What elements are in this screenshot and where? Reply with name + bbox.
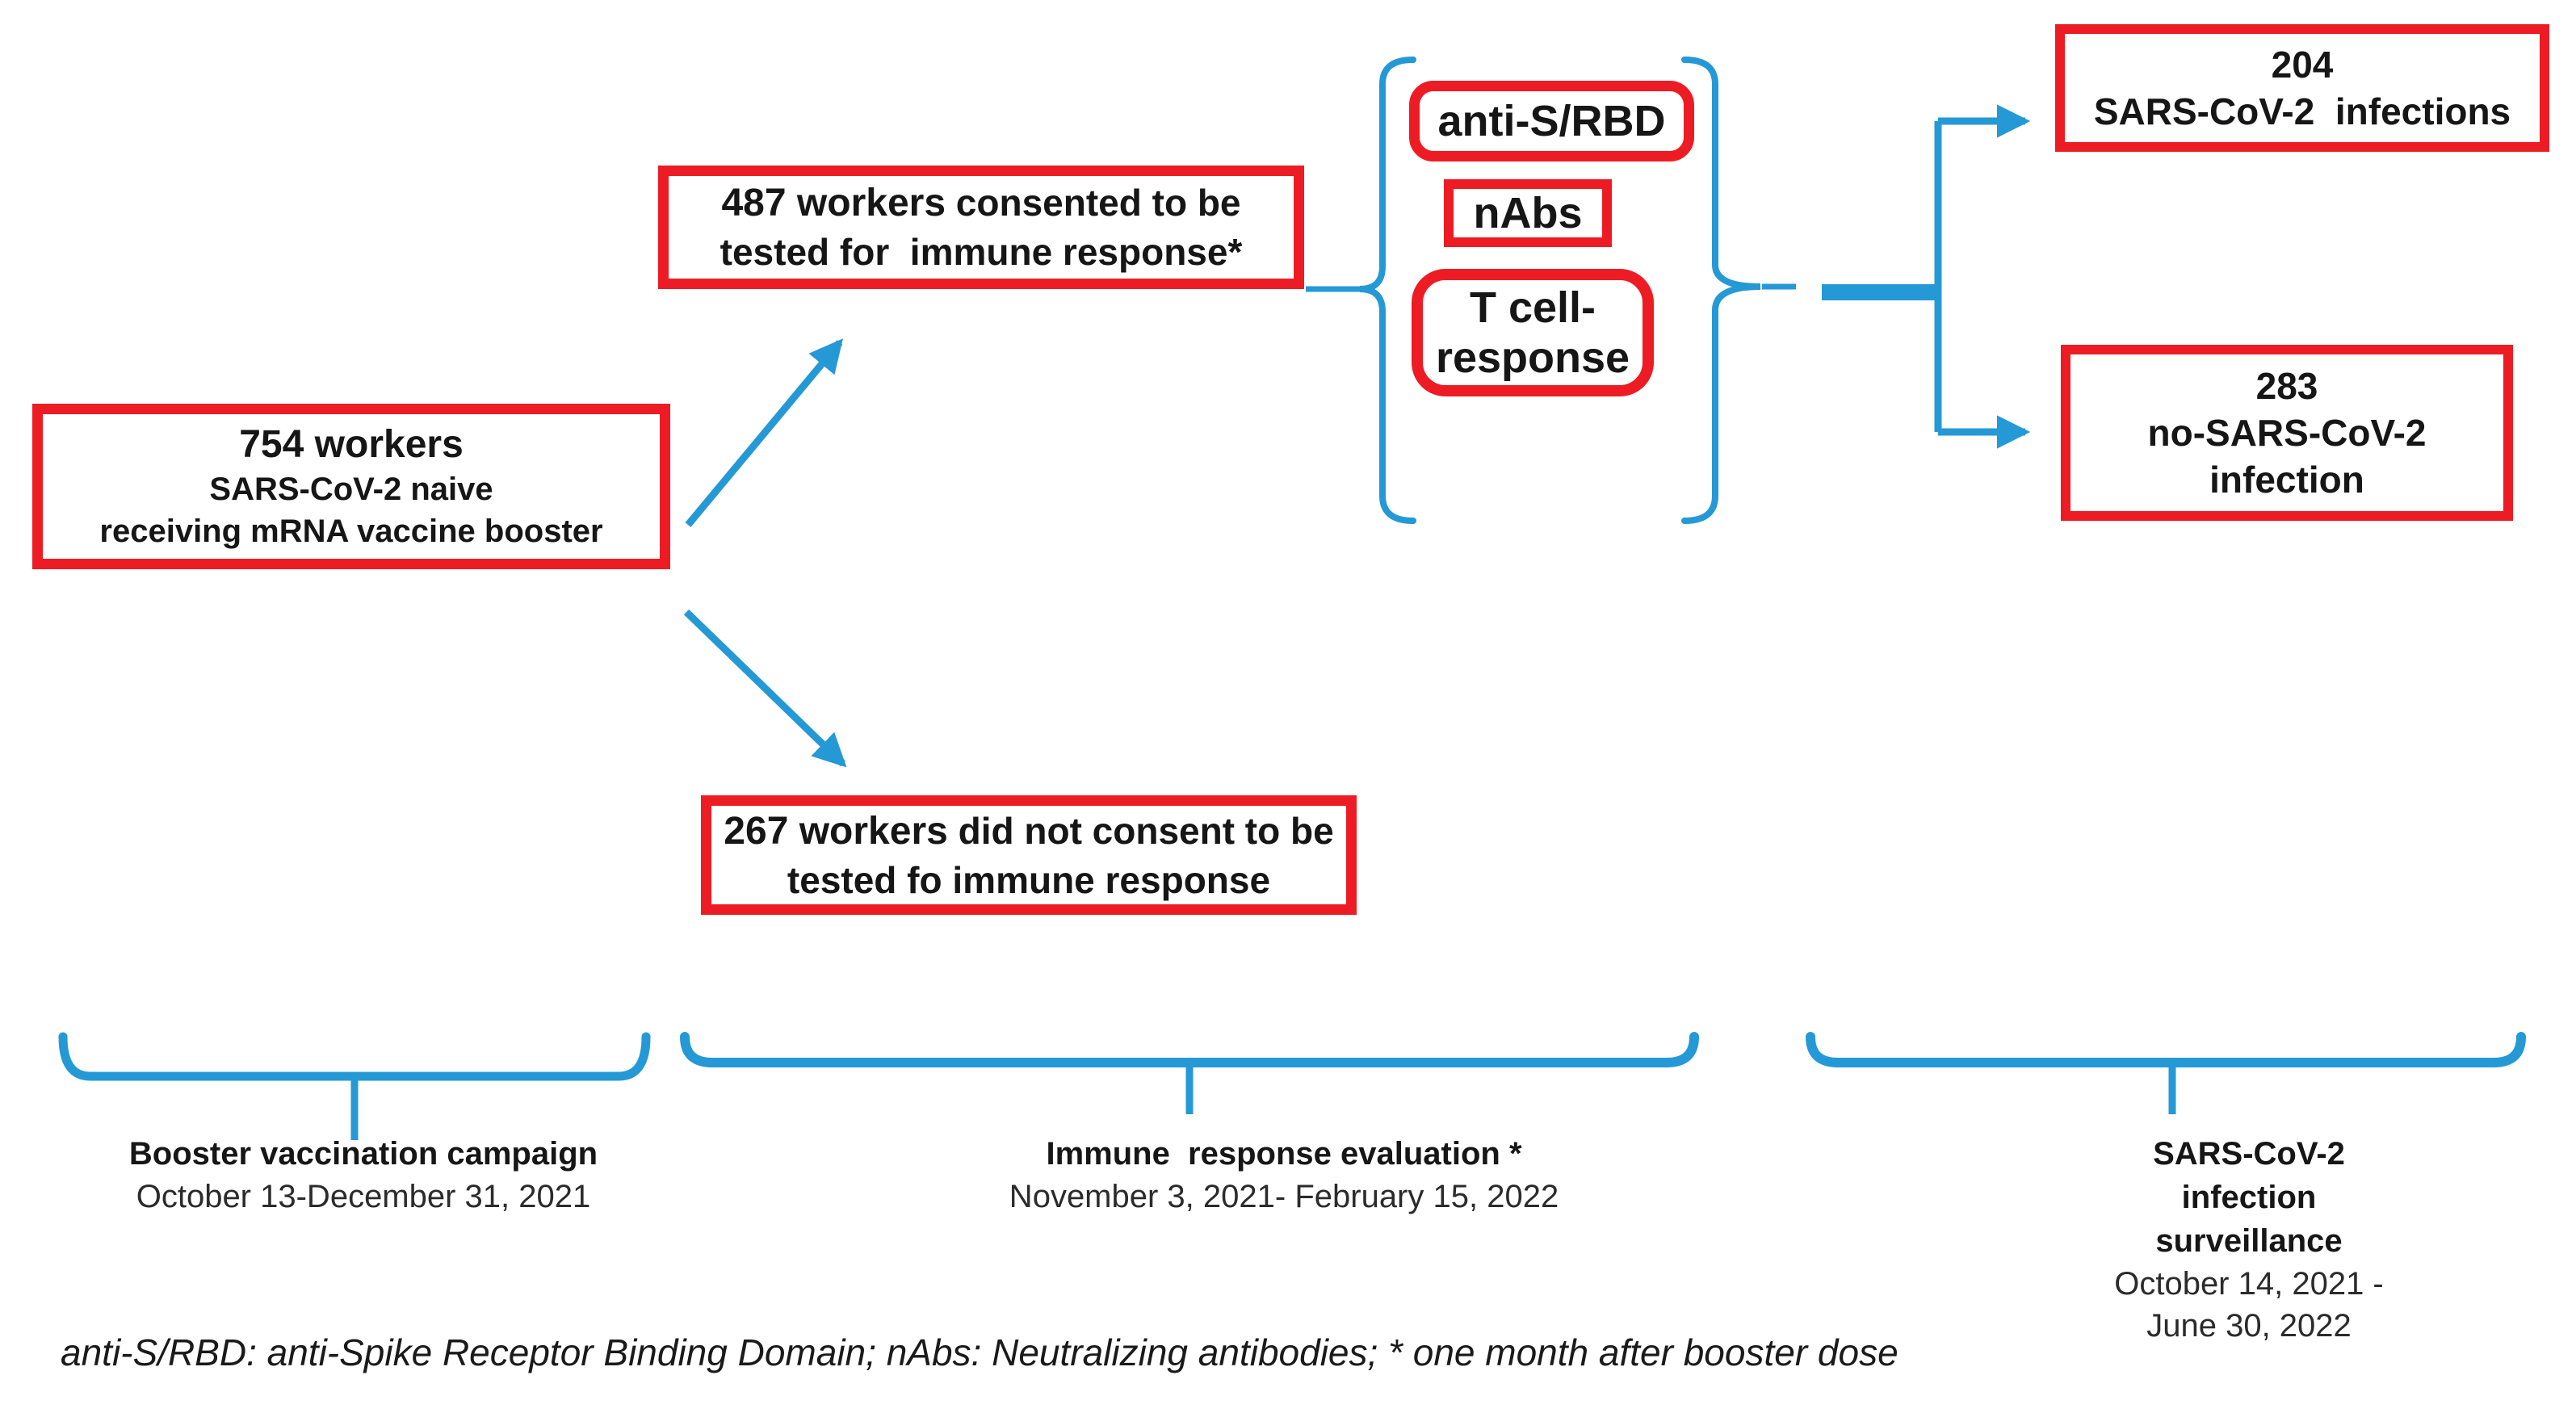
- timeline-brace-immune: [680, 1032, 1699, 1067]
- no-infection-box: 283 no-SARS-CoV-2 infection: [2061, 345, 2513, 521]
- consented-line2: tested for immune response*: [720, 231, 1243, 273]
- timeline-immune-dates: November 3, 2021- February 15, 2022: [1009, 1179, 1559, 1214]
- timeline-label-immune: Immune response evaluation * November 3,…: [1009, 1132, 1559, 1218]
- assay-right-brace: [1681, 57, 1761, 524]
- timeline-label-surveillance: SARS-CoV-2 infection surveillance Octobe…: [2086, 1132, 2413, 1347]
- consented-rest: consented to be: [946, 182, 1241, 224]
- assay-tcell-line2: response: [1435, 333, 1630, 382]
- infections-label: SARS-CoV-2 infections: [2093, 90, 2511, 132]
- assay-anti-srbd-box: anti-S/RBD: [1409, 81, 1694, 161]
- consented-box: 487 workers consented to be tested for i…: [658, 166, 1304, 289]
- assay-anti-srbd-label: anti-S/RBD: [1437, 97, 1666, 145]
- consented-count: 487 workers: [721, 182, 946, 224]
- not-consented-rest: did not consent to be: [947, 809, 1334, 852]
- enrolled-count: 754 workers: [239, 422, 464, 466]
- enrolled-line3: receiving mRNA vaccine booster: [99, 513, 603, 549]
- timeline-surveillance-title: SARS-CoV-2 infection surveillance: [2153, 1136, 2355, 1259]
- arrow-to-not-consented: [683, 609, 847, 768]
- consented-line1: 487 workers consented to be: [721, 178, 1240, 228]
- assay-left-brace: [1359, 57, 1416, 524]
- timeline-booster-dates: October 13-December 31, 2021: [136, 1179, 591, 1214]
- enrolled-box: 754 workers SARS-CoV-2 naive receiving m…: [32, 404, 670, 569]
- timeline-label-booster: Booster vaccination campaign October 13-…: [129, 1132, 598, 1218]
- assay-tcell-box: T cell- response: [1412, 269, 1654, 396]
- not-consented-count: 267 workers: [724, 809, 948, 853]
- no-infection-label-line1: no-SARS-CoV-2: [2147, 412, 2427, 454]
- infections-box: 204 SARS-CoV-2 infections: [2055, 24, 2549, 152]
- timeline-immune-title: Immune response evaluation *: [1046, 1136, 1522, 1172]
- timeline-brace-booster: [58, 1032, 651, 1081]
- enrolled-line2: SARS-CoV-2 naive: [209, 471, 493, 507]
- footnote: anti-S/RBD: anti-Spike Receptor Binding …: [61, 1331, 1898, 1373]
- assay-nabs-label: nAbs: [1473, 189, 1583, 237]
- arrow-to-consented: [685, 338, 843, 527]
- not-consented-line1: 267 workers did not consent to be: [724, 807, 1333, 856]
- no-infection-label-line2: infection: [2209, 459, 2364, 501]
- not-consented-line2: tested fo immune response: [787, 858, 1271, 901]
- infections-count: 204: [2271, 44, 2334, 86]
- assay-nabs-box: nAbs: [1444, 179, 1612, 247]
- not-consented-box: 267 workers did not consent to be tested…: [701, 795, 1357, 915]
- assay-tcell-line1: T cell-: [1469, 283, 1596, 332]
- timeline-surveillance-dates: October 14, 2021 - June 30, 2022: [2114, 1266, 2402, 1344]
- timeline-booster-title: Booster vaccination campaign: [128, 1136, 598, 1172]
- timeline-brace-surveillance: [1806, 1032, 2526, 1067]
- no-infection-count: 283: [2255, 365, 2318, 407]
